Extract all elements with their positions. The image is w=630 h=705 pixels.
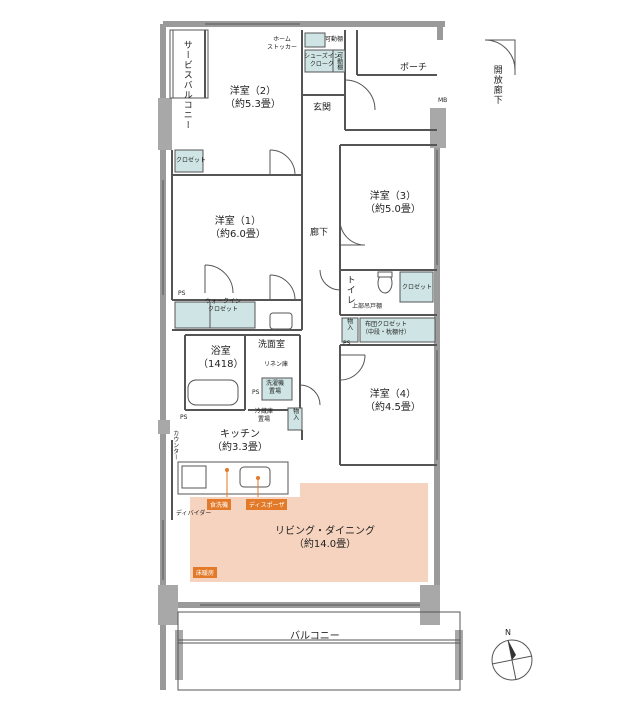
movable-shelf-label-2: 可動棚 xyxy=(335,52,343,70)
room-bath-name: 浴室 xyxy=(210,346,231,357)
dishwasher-tag: 食洗機 xyxy=(207,499,232,510)
room-western1-name: 洋室（1） xyxy=(214,216,262,227)
room-living: リビング・ダイニング （約14.0畳） xyxy=(275,525,375,551)
room-western2-size: （約5.3畳） xyxy=(225,99,281,110)
room-toilet: トイレ xyxy=(344,275,355,305)
washer-label: 洗濯機 置場 xyxy=(266,380,285,395)
room-western4-name: 洋室（4） xyxy=(369,389,417,400)
disposer-tag: ディスポーザ xyxy=(246,499,288,510)
mb-label: MB xyxy=(438,97,448,104)
room-western3-size: （約5.0畳） xyxy=(365,204,421,215)
room-entrance: 玄関 xyxy=(313,103,332,113)
room-bath-size: （1418） xyxy=(198,359,244,370)
room-washroom: 洗面室 xyxy=(258,340,286,350)
futon-closet-label: 布団クロゼット （中段・枕棚付） xyxy=(362,321,411,336)
room-western4-size: （約4.5畳） xyxy=(365,402,421,413)
room-service-balcony: サービスバルコニー xyxy=(181,40,192,130)
ps-label-4: PS xyxy=(343,340,351,347)
counter-label: カウンター xyxy=(171,430,179,460)
room-balcony: バルコニー xyxy=(290,631,340,642)
shoes-in-cloak-label: シューズイン クローク xyxy=(304,53,340,68)
room-kitchen: キッチン （約3.3畳） xyxy=(212,428,268,454)
divider-label: ディバイダー xyxy=(176,510,212,517)
open-corridor: 開放廊下 xyxy=(491,65,502,105)
ps-label-2: PS xyxy=(252,389,260,396)
closet-label-2: クロゼット xyxy=(402,284,433,291)
room-western2: 洋室（2） （約5.3畳） xyxy=(225,85,281,111)
walkin-closet-label: ウォークイン クロゼット xyxy=(205,298,242,313)
room-western3-name: 洋室（3） xyxy=(369,191,417,202)
upper-shelf-label: 上部吊戸棚 xyxy=(352,303,383,310)
room-porch: ポーチ xyxy=(400,63,428,73)
storage-label-1: 物入 xyxy=(345,318,353,330)
storage-label-2: 物入 xyxy=(291,408,299,420)
linen-label: リネン庫 xyxy=(264,361,289,368)
room-kitchen-size: （約3.3畳） xyxy=(212,442,268,453)
room-western2-name: 洋室（2） xyxy=(229,86,277,97)
floor-heating-tag: 床暖房 xyxy=(193,567,218,578)
room-western1-size: （約6.0畳） xyxy=(210,229,266,240)
room-western3: 洋室（3） （約5.0畳） xyxy=(365,190,421,216)
room-western1: 洋室（1） （約6.0畳） xyxy=(210,215,266,241)
home-stocker-label: ホーム ストッカー xyxy=(267,36,298,51)
room-living-size: （約14.0畳） xyxy=(293,539,357,550)
fridge-label: 冷蔵庫 置場 xyxy=(255,408,274,423)
closet-label-1: クロゼット xyxy=(176,157,207,164)
ps-label-1: PS xyxy=(178,290,186,297)
compass-label: N xyxy=(505,628,511,637)
room-western4: 洋室（4） （約4.5畳） xyxy=(365,388,421,414)
room-bath: 浴室 （1418） xyxy=(198,345,243,371)
ps-label-3: PS xyxy=(180,414,188,421)
room-kitchen-name: キッチン xyxy=(219,429,260,440)
movable-shelf-label-1: 可動棚 xyxy=(325,36,344,43)
room-living-name: リビング・ダイニング xyxy=(275,526,375,537)
room-hallway: 廊下 xyxy=(310,228,329,238)
